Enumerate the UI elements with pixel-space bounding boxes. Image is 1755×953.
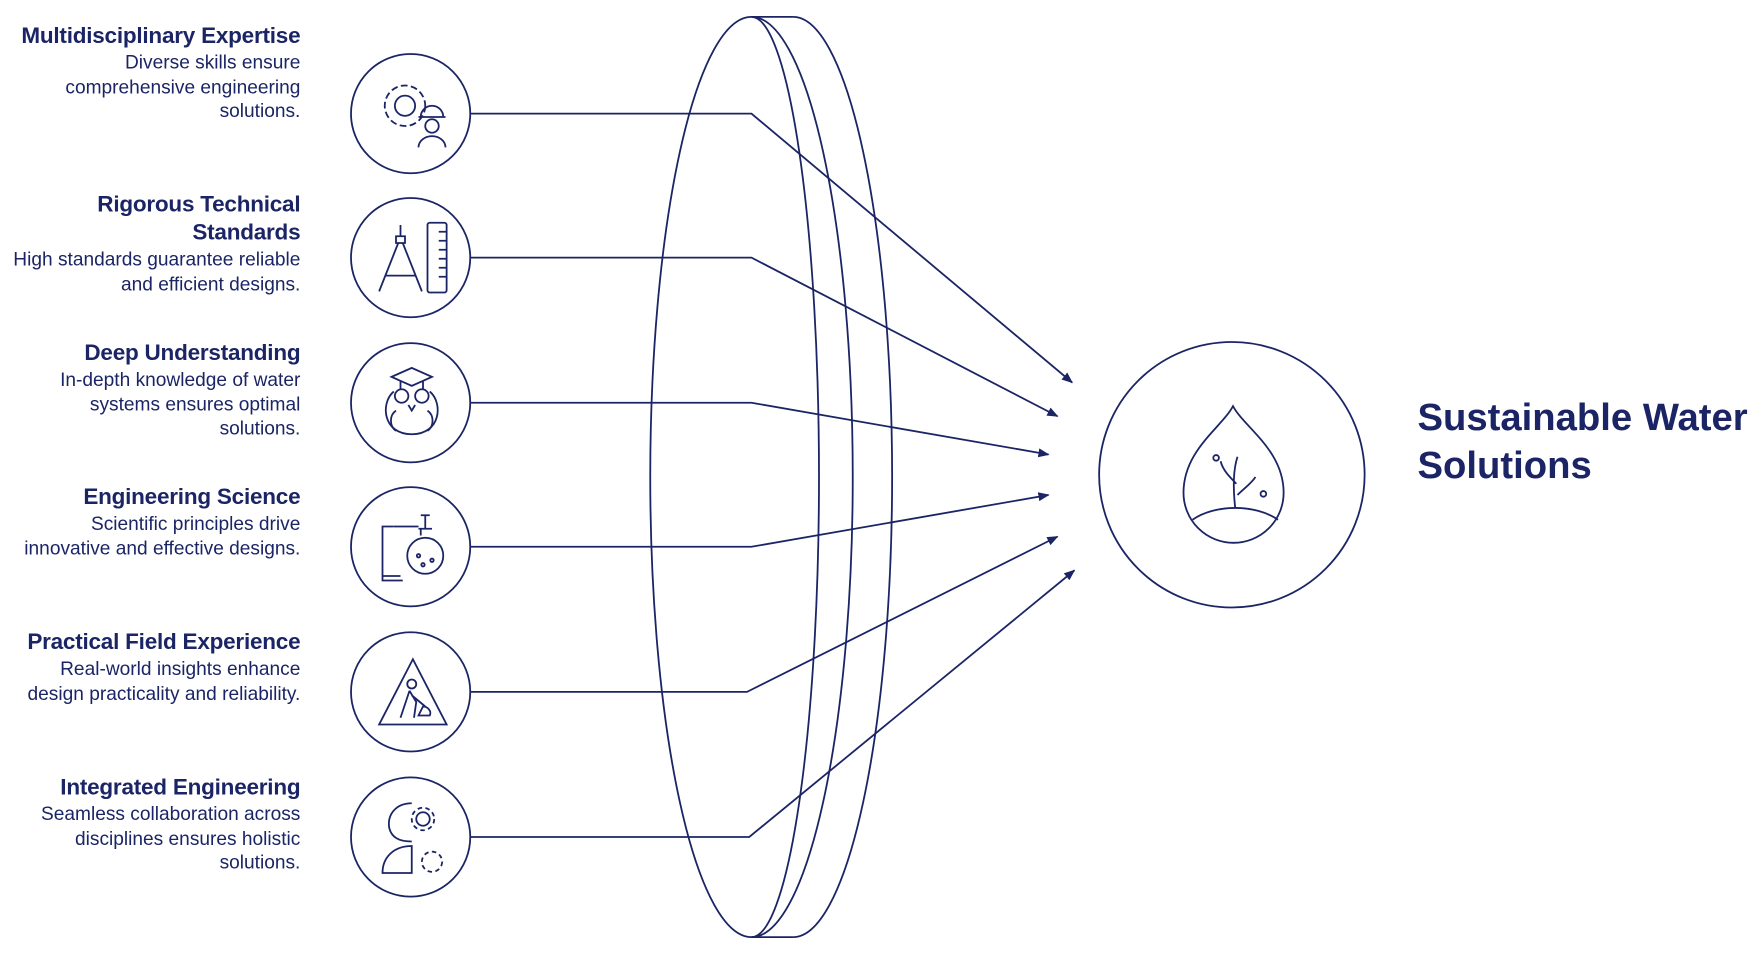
item-practical-field-experience: Practical Field Experience Real-world in… — [8, 629, 301, 706]
owl-graduate-icon — [350, 342, 472, 464]
item-rigorous-technical-standards: Rigorous Technical Standards High standa… — [8, 191, 301, 296]
connector-arrow — [470, 112, 1073, 384]
item-description: Seamless collaboration across discipline… — [40, 803, 301, 873]
connector-arrow — [470, 492, 1050, 548]
item-description: Diverse skills ensure comprehensive engi… — [65, 51, 301, 122]
item-multidisciplinary-expertise: Multidisciplinary Expertise Diverse skil… — [8, 23, 301, 124]
item-title: Deep Understanding — [84, 340, 301, 366]
worker-sign-icon — [350, 631, 472, 753]
head-gears-icon — [350, 776, 472, 898]
connector-arrow — [470, 569, 1076, 838]
item-title: Multidisciplinary Expertise — [21, 23, 301, 49]
item-description: Real-world insights enhance design pract… — [27, 658, 301, 704]
lens-shape — [649, 15, 894, 939]
item-description: Scientific principles drive innovative a… — [24, 513, 301, 559]
item-title: Practical Field Experience — [27, 630, 301, 655]
item-integrated-engineering: Integrated Engineering Seamless collabor… — [8, 774, 301, 875]
item-deep-understanding: Deep Understanding In-depth knowledge of… — [8, 340, 301, 441]
flask-icon — [350, 486, 472, 608]
item-description: High standards guarantee reliable and ef… — [13, 248, 301, 295]
connector-arrow — [470, 256, 1059, 418]
connectors — [470, 112, 1076, 838]
water-drop-plant-icon — [1098, 341, 1366, 609]
connector-arrow — [470, 401, 1050, 458]
item-title: Rigorous Technical Standards — [97, 192, 301, 246]
item-title: Engineering Science — [83, 484, 301, 510]
compass-ruler-icon — [350, 197, 472, 319]
item-engineering-science: Engineering Science Scientific principle… — [8, 484, 301, 561]
item-title: Integrated Engineering — [60, 775, 301, 800]
item-description: In-depth knowledge of water systems ensu… — [60, 369, 301, 439]
gear-engineer-icon — [350, 53, 472, 175]
result-title: Sustainable Water Solutions — [1417, 396, 1748, 488]
connector-arrow — [470, 535, 1059, 693]
